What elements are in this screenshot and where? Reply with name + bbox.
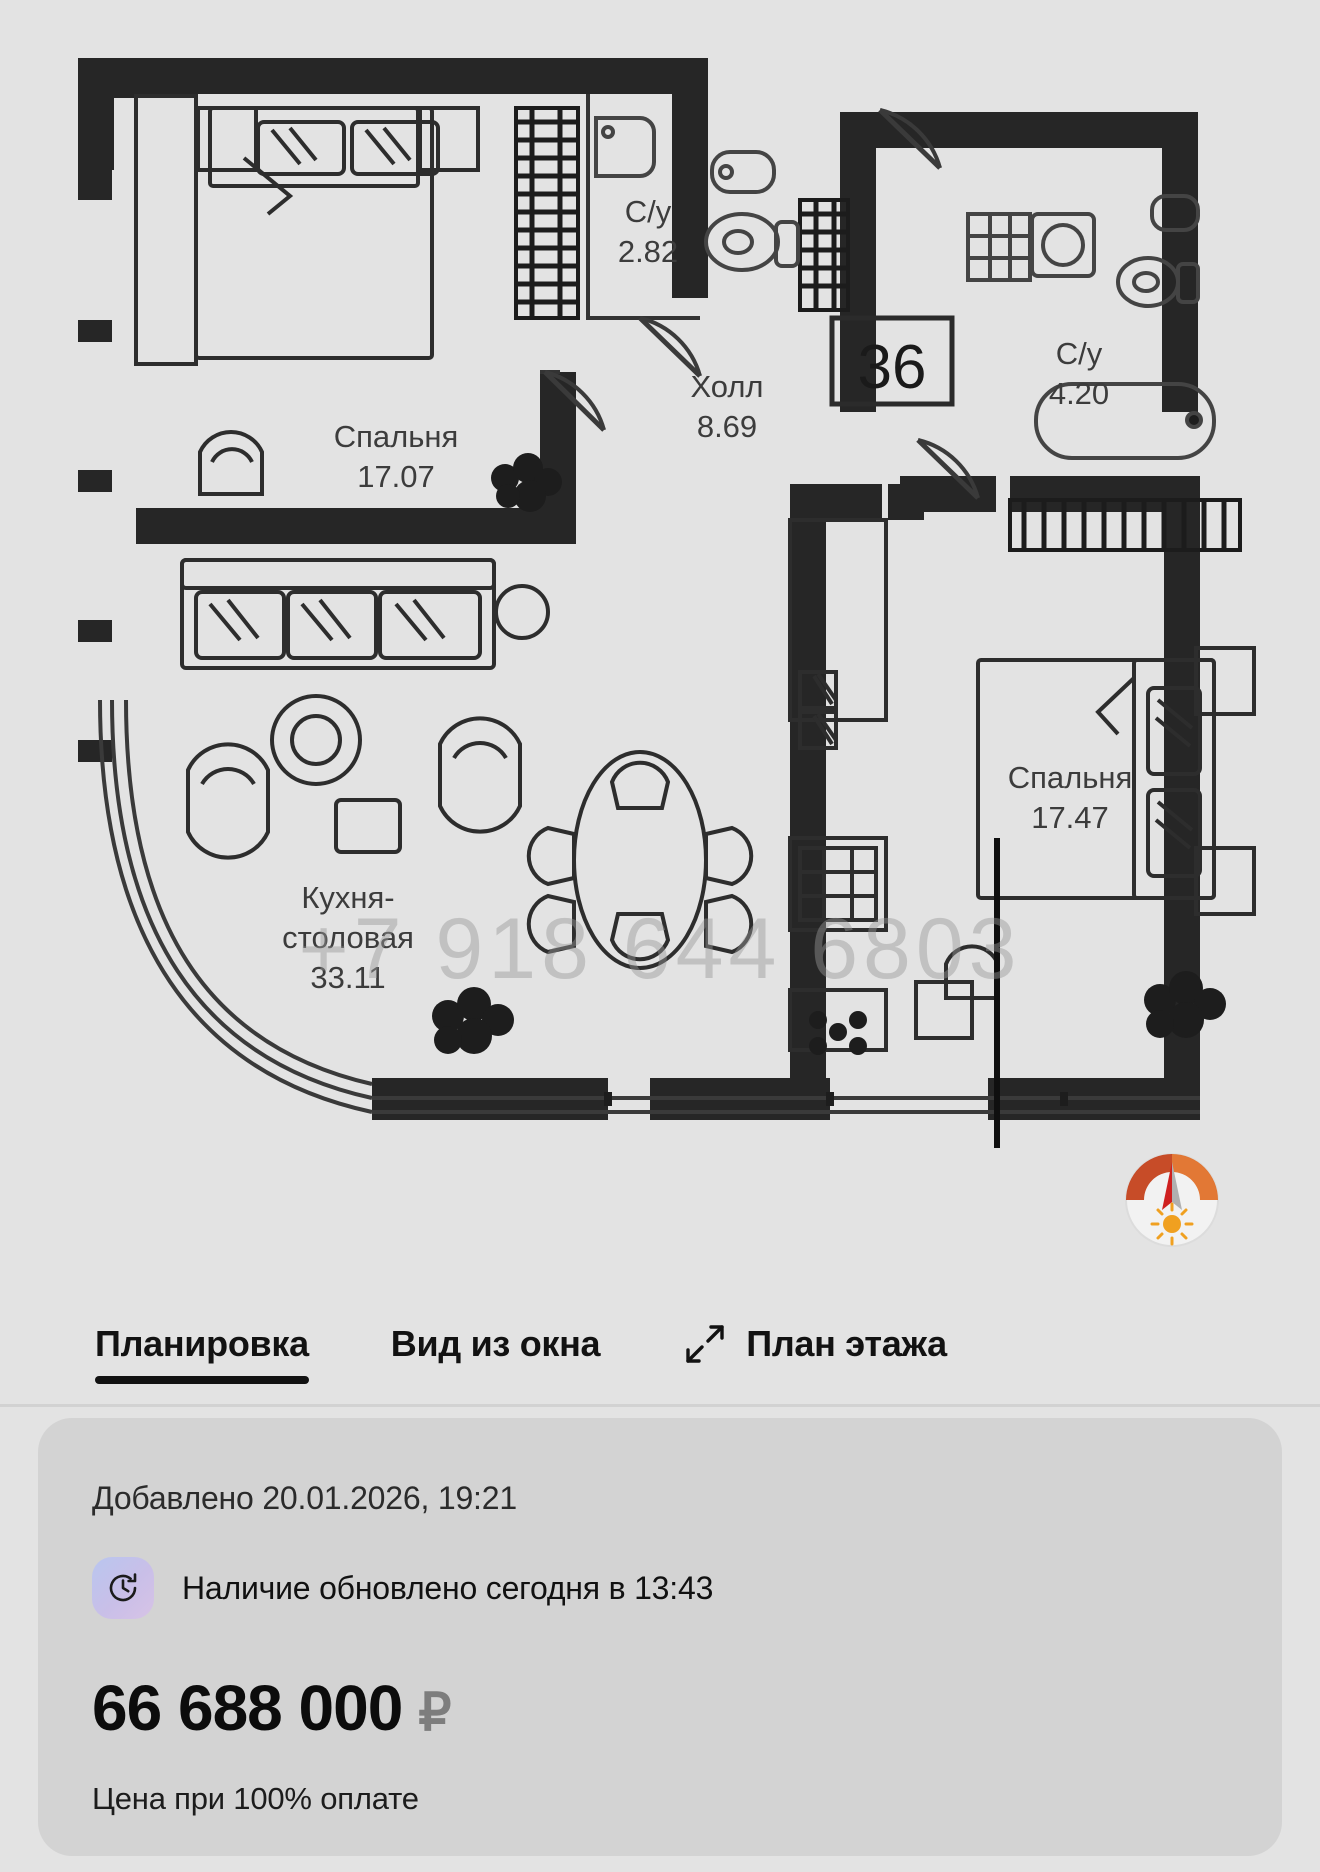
- room-label-hall-area: 8.69: [697, 409, 757, 444]
- room-label-bedroom2-name: Спальня: [1008, 760, 1133, 795]
- apartment-number: 36: [858, 333, 927, 402]
- floor-plan-drawing[interactable]: 36 Спальня 17.07 С/у 2.82 Холл 8.69 С/у …: [0, 0, 1320, 1290]
- tab-planirovka-label: Планировка: [95, 1323, 309, 1364]
- room-label-wc1-area: 2.82: [618, 234, 678, 269]
- compass-north-icon: [1120, 1148, 1224, 1252]
- room-label-hall-name: Холл: [690, 369, 763, 404]
- room-label-bedroom1-name: Спальня: [334, 419, 459, 454]
- section-divider: [0, 1404, 1320, 1407]
- room-label-wc1-name: С/у: [625, 194, 672, 229]
- price-value: 66 688 000: [92, 1672, 403, 1744]
- room-label-wc2-area: 4.20: [1049, 376, 1109, 411]
- tab-plan-etazha-label: План этажа: [746, 1323, 947, 1364]
- tab-vid-iz-okna-label: Вид из окна: [390, 1323, 601, 1364]
- tab-plan-etazha[interactable]: План этажа: [682, 1290, 947, 1398]
- price-row: 66 688 000 ₽: [92, 1671, 1228, 1745]
- listing-info-card: Добавлено 20.01.2026, 19:21 Наличие обно…: [38, 1418, 1282, 1856]
- availability-row: Наличие обновлено сегодня в 13:43: [92, 1557, 1228, 1619]
- room-label-wc2-name: С/у: [1056, 336, 1103, 371]
- room-label-kitchen-area: 33.11: [310, 960, 385, 995]
- price-note: Цена при 100% оплате: [92, 1781, 419, 1816]
- media-tabs[interactable]: Планировка Вид из окна План этажа: [0, 1290, 1320, 1410]
- room-label-bedroom2-area: 17.47: [1031, 800, 1109, 835]
- added-date: Добавлено 20.01.2026, 19:21: [92, 1480, 517, 1516]
- tab-vid-iz-okna[interactable]: Вид из окна: [390, 1290, 601, 1398]
- expand-diagonal-icon: [682, 1321, 728, 1367]
- room-label-kitchen-name-2: столовая: [282, 920, 414, 955]
- tab-planirovka[interactable]: Планировка: [95, 1290, 309, 1398]
- availability-text: Наличие обновлено сегодня в 13:43: [182, 1569, 714, 1606]
- price-currency: ₽: [418, 1684, 452, 1742]
- room-label-kitchen-name-1: Кухня-: [301, 880, 394, 915]
- room-label-bedroom1-area: 17.07: [357, 459, 435, 494]
- floor-plan-viewport[interactable]: 36 Спальня 17.07 С/у 2.82 Холл 8.69 С/у …: [0, 0, 1320, 1290]
- clock-history-icon: [92, 1557, 154, 1619]
